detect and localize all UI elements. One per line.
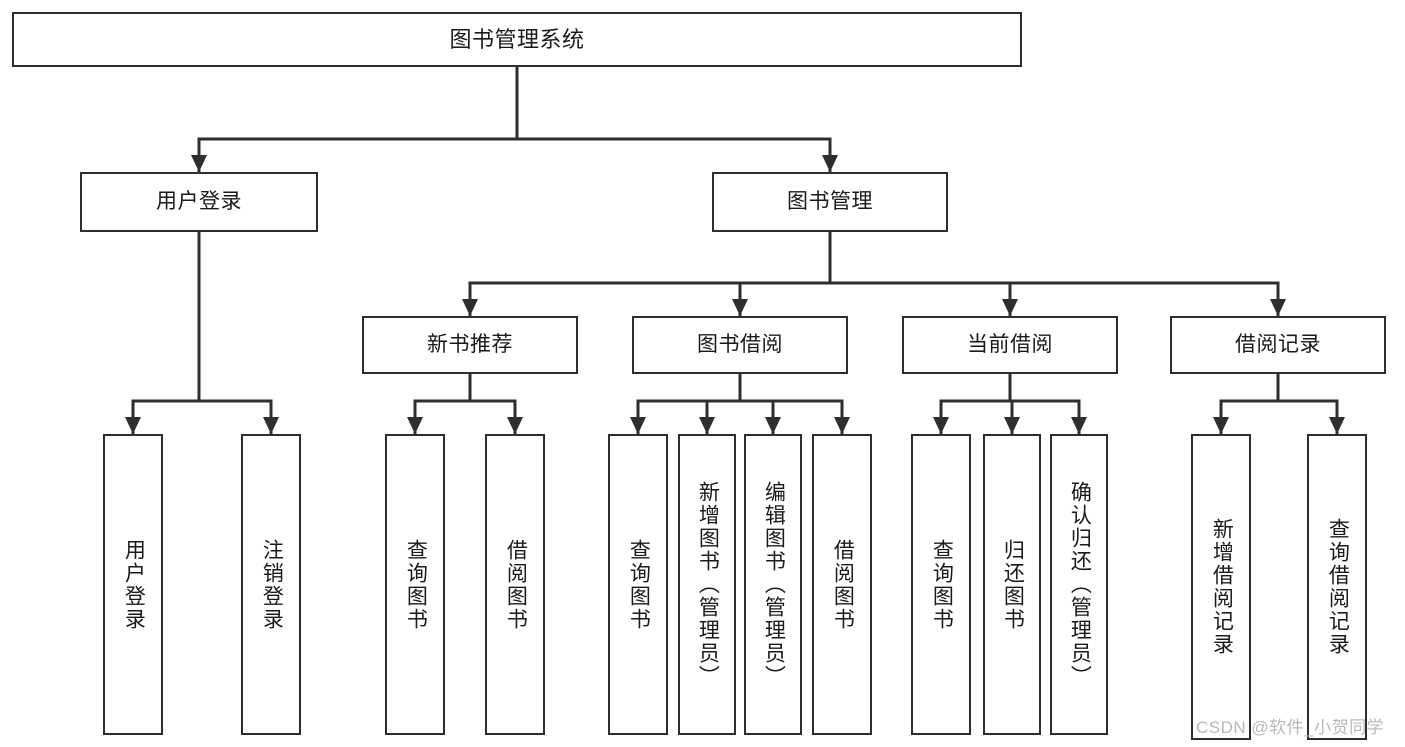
node-label: 图书借阅 [697, 332, 783, 356]
edge-arrowhead [462, 299, 478, 316]
node-label: 用户登录 [122, 538, 146, 631]
edge-arrowhead [822, 155, 838, 172]
node-label: 借阅图书 [831, 538, 855, 631]
edge-arrowhead [732, 299, 748, 316]
edge-arrowhead [1004, 417, 1020, 434]
node-l3-query-book-b[interactable]: 查询图书 [608, 434, 668, 735]
node-label: 查询图书 [627, 538, 651, 631]
edge-arrowhead [1002, 299, 1018, 316]
node-l3-add-record[interactable]: 新增借阅记录 [1191, 434, 1251, 740]
node-label: 图书管理 [787, 189, 873, 213]
node-root[interactable]: 图书管理系统 [12, 12, 1022, 67]
edge-arrowhead [1270, 299, 1286, 316]
node-l2-borrow-record[interactable]: 借阅记录 [1170, 316, 1386, 374]
node-label: 借阅记录 [1235, 332, 1321, 356]
edge-arrowhead [765, 417, 781, 434]
edge-arrowhead [699, 417, 715, 434]
node-l3-borrow-book-a[interactable]: 借阅图书 [485, 434, 545, 735]
node-l3-query-record[interactable]: 查询借阅记录 [1307, 434, 1367, 740]
edge-arrowhead [1213, 417, 1229, 434]
node-label: 新书推荐 [427, 332, 513, 356]
node-label: 新增图书（管理员） [696, 481, 720, 688]
node-l3-add-book[interactable]: 新增图书（管理员） [678, 434, 736, 735]
edge-arrowhead [125, 417, 141, 434]
node-label: 查询图书 [930, 538, 954, 631]
node-label: 当前借阅 [967, 332, 1053, 356]
node-label: 借阅图书 [504, 538, 528, 631]
node-l3-borrow-book-b[interactable]: 借阅图书 [812, 434, 872, 735]
node-l3-query-book-a[interactable]: 查询图书 [385, 434, 445, 735]
node-label: 用户登录 [156, 189, 242, 213]
node-label: 归还图书 [1001, 538, 1025, 631]
node-label: 新增借阅记录 [1210, 518, 1234, 656]
node-l1-user-login[interactable]: 用户登录 [80, 172, 318, 232]
node-l3-user-login[interactable]: 用户登录 [103, 434, 163, 735]
edge-arrowhead [407, 417, 423, 434]
edge-arrowhead [1071, 417, 1087, 434]
node-l2-new-book-rec[interactable]: 新书推荐 [362, 316, 578, 374]
edge-arrowhead [191, 155, 207, 172]
node-label: 图书管理系统 [449, 26, 585, 52]
node-l3-return-book[interactable]: 归还图书 [983, 434, 1041, 735]
edge-arrowhead [1329, 417, 1345, 434]
node-label: 确认归还（管理员） [1068, 481, 1092, 688]
node-l3-logout[interactable]: 注销登录 [241, 434, 301, 735]
node-label: 注销登录 [260, 538, 284, 631]
watermark: CSDN @软件_小贺同学 [1196, 718, 1385, 737]
node-l3-query-book-c[interactable]: 查询图书 [911, 434, 971, 735]
node-l3-confirm-return[interactable]: 确认归还（管理员） [1050, 434, 1108, 735]
node-l2-book-borrow[interactable]: 图书借阅 [632, 316, 848, 374]
node-l1-book-mgmt[interactable]: 图书管理 [712, 172, 948, 232]
edge-arrowhead [263, 417, 279, 434]
edge-arrowhead [507, 417, 523, 434]
node-l2-current-borrow[interactable]: 当前借阅 [902, 316, 1118, 374]
edge-arrowhead [834, 417, 850, 434]
node-label: 编辑图书（管理员） [762, 481, 786, 688]
node-label: 查询图书 [404, 538, 428, 631]
edge-arrowhead [630, 417, 646, 434]
edge-arrowhead [933, 417, 949, 434]
node-label: 查询借阅记录 [1326, 518, 1350, 656]
node-l3-edit-book[interactable]: 编辑图书（管理员） [744, 434, 802, 735]
